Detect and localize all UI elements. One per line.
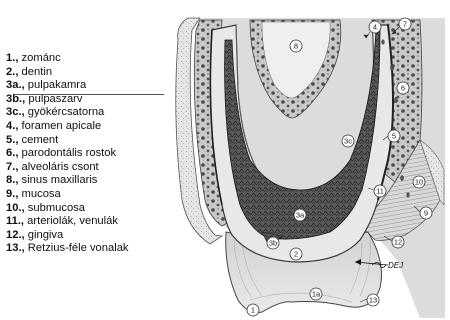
callout-12: 12 [392, 236, 404, 248]
svg-text:1a: 1a [312, 290, 321, 299]
callout-13: 13 [367, 294, 379, 306]
callout-3b: 3b [267, 237, 279, 249]
svg-text:2: 2 [294, 250, 298, 259]
callout-9: 9 [420, 207, 432, 219]
callout-5: 5 [388, 130, 400, 142]
dej-label: DEJ [388, 261, 404, 270]
svg-text:10: 10 [415, 178, 423, 187]
svg-text:8: 8 [294, 42, 298, 51]
svg-text:9: 9 [424, 209, 428, 218]
svg-text:7: 7 [403, 20, 407, 29]
svg-text:3a: 3a [296, 211, 305, 220]
svg-text:11: 11 [376, 187, 384, 196]
callout-10: 10 [413, 176, 425, 188]
svg-text:13: 13 [369, 296, 377, 305]
callout-3a: 3a [294, 209, 306, 221]
callout-7: 7 [399, 18, 411, 30]
svg-text:3c: 3c [344, 137, 352, 146]
svg-text:1: 1 [251, 306, 255, 315]
callout-1: 1 [247, 304, 259, 316]
callout-2: 2 [290, 248, 302, 260]
svg-text:4: 4 [373, 23, 377, 32]
callout-6: 6 [397, 82, 409, 94]
callout-1a: 1a [310, 288, 322, 300]
svg-text:3b: 3b [269, 239, 277, 248]
svg-text:5: 5 [392, 132, 396, 141]
callout-3c: 3c [342, 135, 354, 147]
svg-text:6: 6 [401, 84, 405, 93]
svg-text:12: 12 [394, 238, 402, 247]
callout-4: 4 [369, 21, 381, 33]
callout-8: 8 [290, 40, 302, 52]
callout-11: 11 [374, 185, 386, 197]
